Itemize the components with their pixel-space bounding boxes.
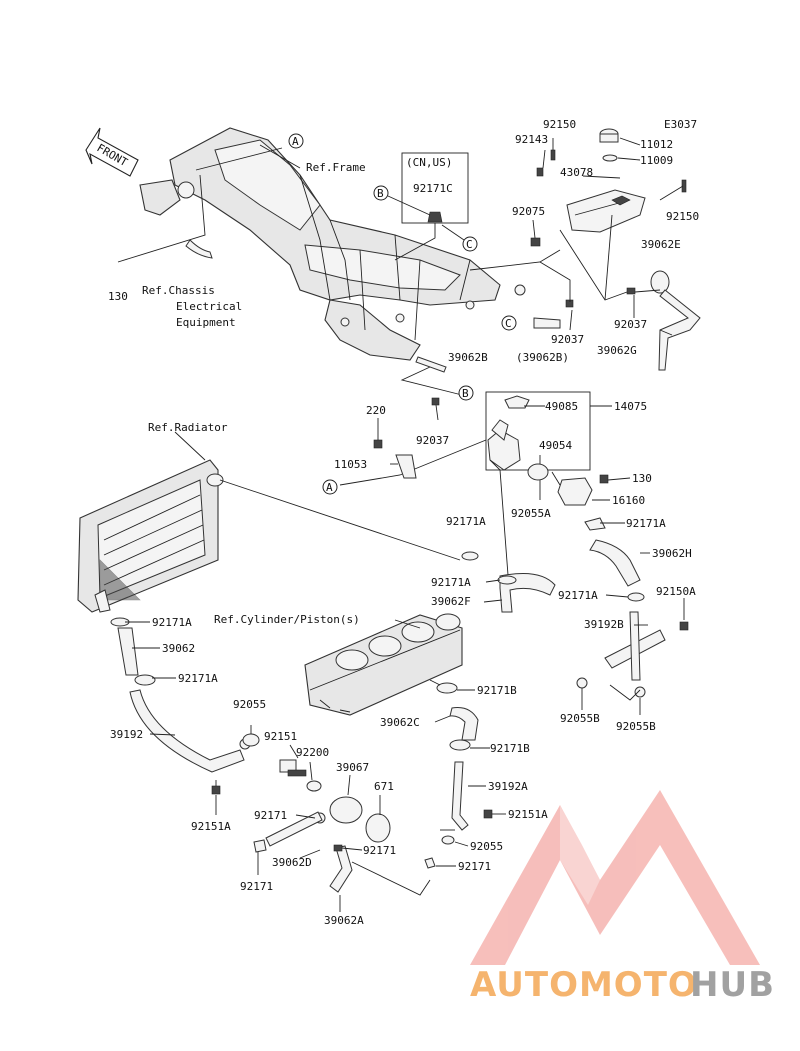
part-label: 49054 [539, 439, 572, 452]
part-label: 130 [108, 290, 128, 303]
part-label: 92143 [515, 133, 548, 146]
ref-chassis-1: Ref.Chassis [142, 284, 215, 297]
ref-radiator: Ref.Radiator [148, 421, 228, 434]
part-label: 92171 [254, 809, 287, 822]
part-label: 92200 [296, 746, 329, 759]
svg-text:C: C [466, 238, 473, 251]
svg-text:B: B [377, 187, 384, 200]
callout-c-top: C [462, 236, 478, 252]
part-label: 11053 [334, 458, 367, 471]
diagram-code: E3037 [664, 118, 697, 131]
part-label: 92055B [560, 712, 600, 725]
part-label: 39062D [272, 856, 312, 869]
part-label: 92171A [152, 616, 192, 629]
ref-cylinder: Ref.Cylinder/Piston(s) [214, 613, 360, 626]
part-label: 92055 [233, 698, 266, 711]
part-label: 130 [632, 472, 652, 485]
part-label: 220 [366, 404, 386, 417]
part-label: 39062A [324, 914, 364, 927]
part-label: 92171B [490, 742, 530, 755]
part-label: 92037 [551, 333, 584, 346]
frame-illustration [139, 127, 561, 361]
part-label: 92171A [626, 517, 666, 530]
part-label: 671 [374, 780, 394, 793]
part-label: 92037 [614, 318, 647, 331]
ref-frame: Ref.Frame [306, 161, 366, 174]
part-label: 39062C [380, 716, 420, 729]
part-label: 92171A [446, 515, 486, 528]
callout-a-mid: A [322, 479, 338, 495]
part-label: 92171A [431, 576, 471, 589]
part-label: 92171A [178, 672, 218, 685]
part-label: 92151A [191, 820, 231, 833]
part-label: 39192B [584, 618, 624, 631]
part-label: 92055A [511, 507, 551, 520]
watermark-hub: HUB [690, 965, 775, 1005]
market-note: (CN,US) [406, 156, 452, 169]
radiator [77, 459, 224, 613]
ref-labels: Ref.Frame Ref.Chassis Electrical Equipme… [142, 156, 452, 626]
part-label: 11012 [640, 138, 673, 151]
part-label: 92171A [558, 589, 598, 602]
part-label: 92151 [264, 730, 297, 743]
svg-text:C: C [505, 317, 512, 330]
part-label: 39062F [431, 595, 471, 608]
part-label: 92171B [477, 684, 517, 697]
reservoir-tank [530, 128, 701, 371]
cylinder-head [304, 613, 463, 716]
part-label: 92171 [363, 844, 396, 857]
ref-chassis-3: Equipment [176, 316, 236, 329]
part-label: 39062 [162, 642, 195, 655]
watermark-automoto: AUTOMOTO [470, 965, 698, 1005]
callout-a-top: A [288, 133, 304, 149]
ref-chassis-2: Electrical [176, 300, 242, 313]
part-label: 92171 [240, 880, 273, 893]
thermostat-housing [485, 391, 609, 531]
part-label: 39192 [110, 728, 143, 741]
part-label: 92150 [543, 118, 576, 131]
part-label: 92037 [416, 434, 449, 447]
part-label: 92171 [458, 860, 491, 873]
svg-text:A: A [292, 135, 299, 148]
part-label: 92055B [616, 720, 656, 733]
part-label: 14075 [614, 400, 647, 413]
part-label: 16160 [612, 494, 645, 507]
part-label: 39062E [641, 238, 681, 251]
part-label: 39192A [488, 780, 528, 793]
pipe-39192b [576, 592, 689, 698]
part-label: 92151A [508, 808, 548, 821]
watermark-text: AUTOMOTO HUB [470, 965, 775, 1005]
part-label: 11009 [640, 154, 673, 167]
part-label: 39062G [597, 344, 637, 357]
part-label: 43078 [560, 166, 593, 179]
part-label: 92055 [470, 840, 503, 853]
part-label: 49085 [545, 400, 578, 413]
part-label: 92150 [666, 210, 699, 223]
callout-c-right: C [501, 315, 517, 331]
part-label: (39062B) [516, 351, 569, 364]
watermark-logo [470, 790, 760, 965]
svg-text:B: B [462, 387, 469, 400]
svg-text:A: A [326, 481, 333, 494]
part-label: 92150A [656, 585, 696, 598]
part-label: 39062H [652, 547, 692, 560]
part-label: 39067 [336, 761, 369, 774]
part-number-labels: 92150 92143 11012 11009 43078 92171C 920… [108, 118, 699, 927]
front-arrow-icon: FRONT [85, 127, 139, 177]
oil-cooler [253, 759, 391, 893]
part-label: 92171C [413, 182, 453, 195]
callout-b-top: B [373, 185, 389, 201]
part-label: 92075 [512, 205, 545, 218]
part-label: 39062B [448, 351, 488, 364]
callout-b-mid: B [458, 385, 474, 401]
